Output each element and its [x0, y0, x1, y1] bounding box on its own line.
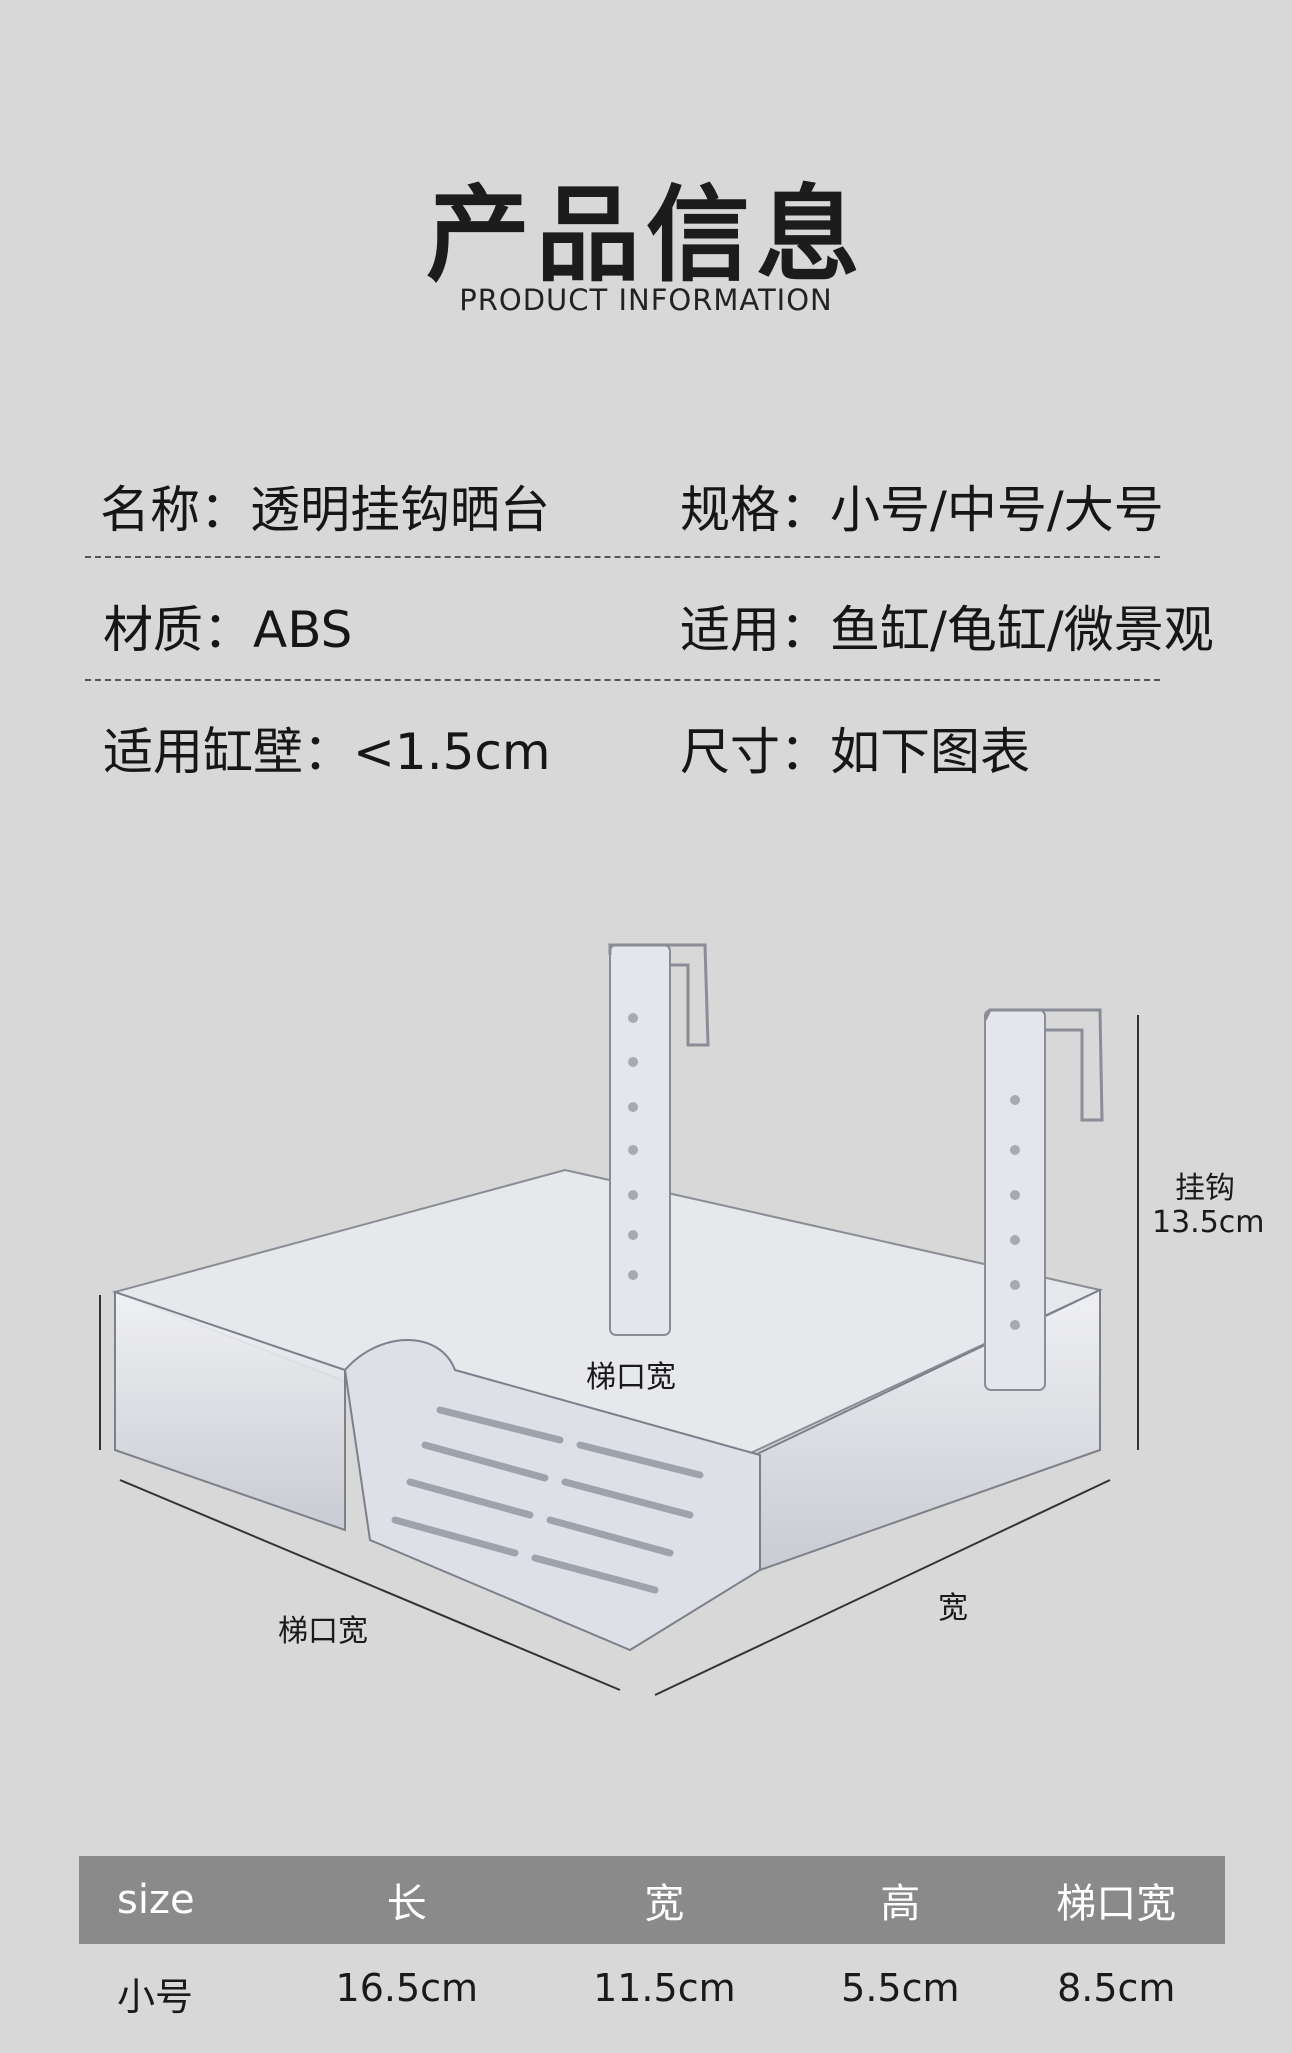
product-image	[99, 943, 1139, 1696]
spec-wall: 适用缸壁：<1.5cm	[103, 723, 551, 781]
cell-ladder-width: 8.5cm	[1057, 1966, 1176, 2010]
dimension-lines	[99, 1015, 1139, 1696]
width-label: 宽	[938, 1591, 968, 1626]
right-hook	[983, 1008, 1104, 1391]
spec-name: 名称：透明挂钩晒台	[100, 481, 550, 539]
spec-dimensions: 尺寸：如下图表	[680, 723, 1030, 781]
table-header-row: size 长 宽 高 梯口宽	[79, 1856, 1225, 1944]
page-title: 产品信息	[425, 174, 866, 296]
page-subtitle: PRODUCT INFORMATION	[459, 283, 833, 317]
header-height: 高	[793, 1856, 1008, 1944]
spec-material: 材质：ABS	[103, 601, 353, 659]
ladder-width-front-label: 梯口宽	[278, 1614, 368, 1649]
header-length: 长	[278, 1856, 536, 1944]
table-row: 小号 16.5cm 11.5cm 5.5cm 8.5cm	[79, 1944, 1225, 2053]
header-ladder-width: 梯口宽	[1007, 1856, 1225, 1944]
cell-size: 小号	[117, 1975, 194, 2019]
divider	[85, 679, 1160, 681]
header-width: 宽	[535, 1856, 794, 1944]
ramp-slots	[391, 1406, 704, 1594]
size-table: size 长 宽 高 梯口宽 小号 16.5cm 11.5cm 5.5cm 8.…	[79, 1856, 1225, 2053]
cell-length: 16.5cm	[335, 1966, 479, 2010]
tray-left-wall	[114, 1290, 346, 1532]
ladder-ramp	[343, 1339, 761, 1652]
ladder-width-inner-label: 梯口宽	[586, 1360, 676, 1395]
hook-label: 挂钩	[1175, 1171, 1235, 1206]
cell-height: 5.5cm	[841, 1966, 960, 2010]
spec-size: 规格：小号/中号/大号	[680, 481, 1164, 539]
left-hook	[608, 943, 710, 1336]
hook-value: 13.5cm	[1152, 1205, 1265, 1240]
spec-usage: 适用：鱼缸/龟缸/微景观	[680, 601, 1214, 659]
cell-width: 11.5cm	[593, 1966, 736, 2010]
header-size: size	[79, 1856, 278, 1944]
divider	[85, 556, 1160, 558]
